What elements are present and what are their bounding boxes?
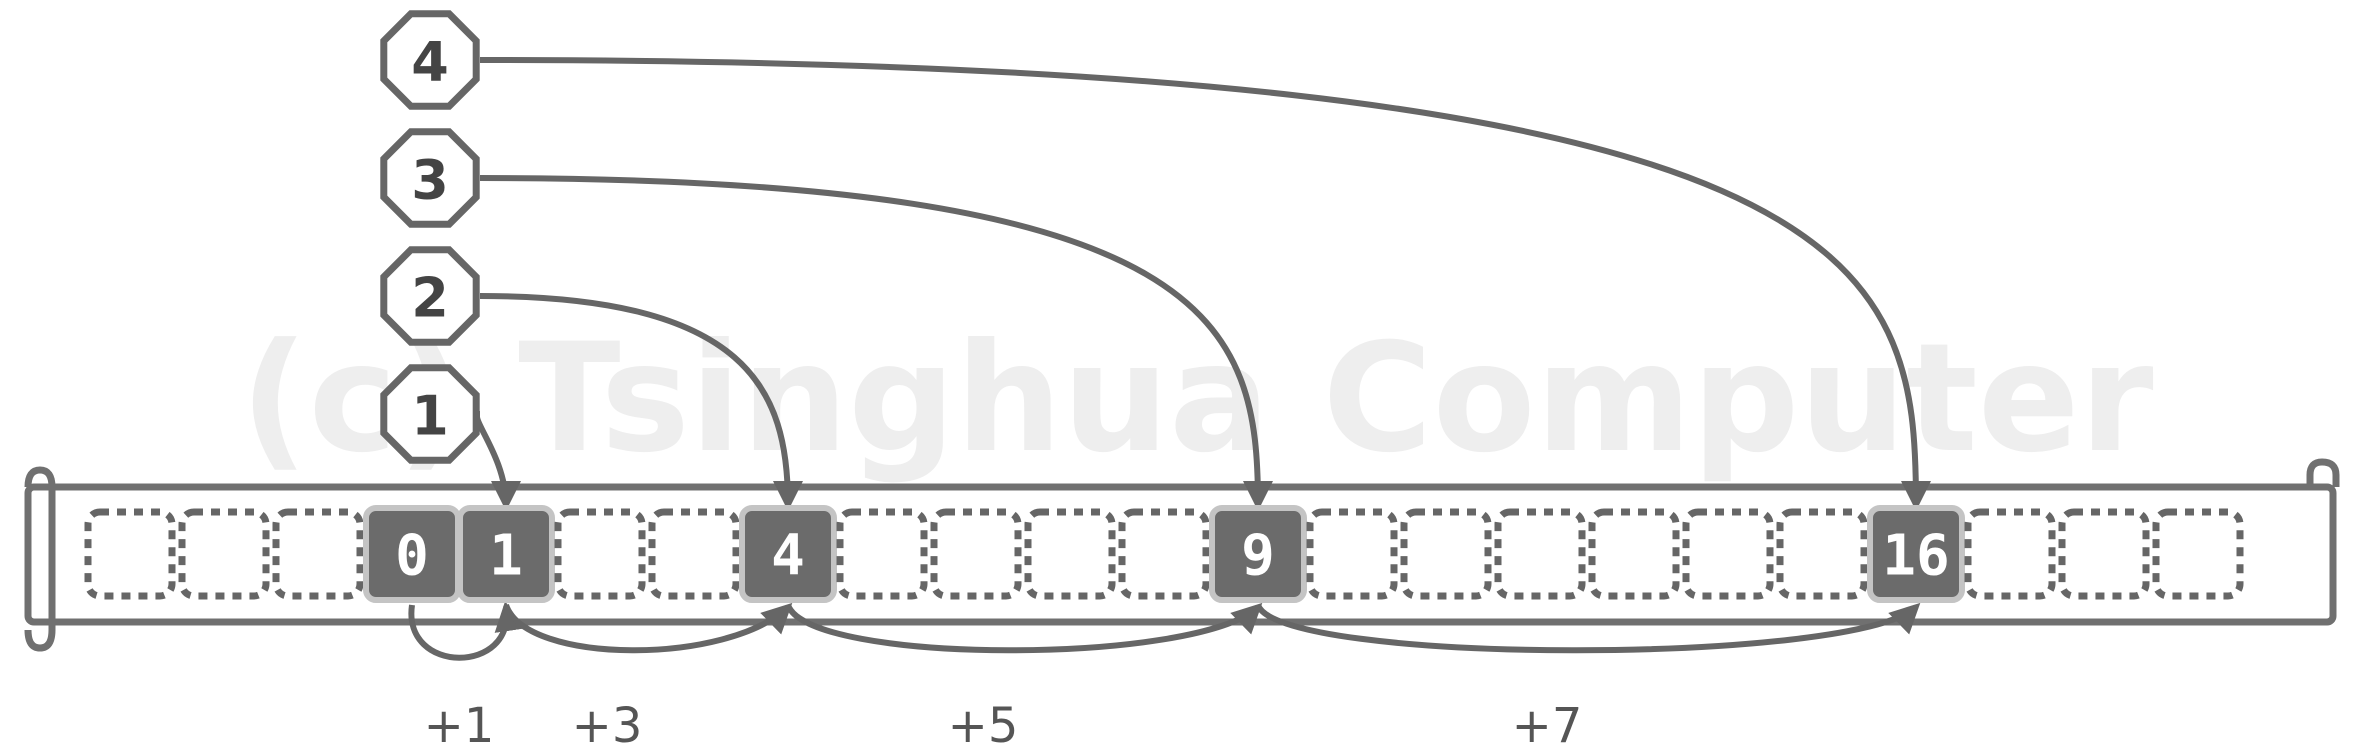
empty-cell bbox=[1776, 508, 1868, 600]
step-label: +1 bbox=[424, 698, 495, 754]
probe-label: 4 bbox=[411, 31, 449, 94]
step-arrow bbox=[1255, 602, 1921, 654]
hash-table-scroll bbox=[24, 458, 2340, 652]
cell-value: 0 bbox=[395, 524, 429, 589]
empty-cell bbox=[1494, 508, 1586, 600]
empty-cell bbox=[1588, 508, 1680, 600]
empty-cell bbox=[2058, 508, 2150, 600]
filled-cell: 1 bbox=[457, 505, 555, 603]
empty-cell bbox=[272, 508, 364, 600]
empty-cell bbox=[836, 508, 928, 600]
filled-cell: 9 bbox=[1209, 505, 1307, 603]
cell-value: 1 bbox=[489, 524, 523, 589]
step-arrow bbox=[503, 602, 793, 654]
step-label: +3 bbox=[572, 698, 643, 754]
probe-label: 2 bbox=[411, 267, 449, 330]
probe-label: 3 bbox=[411, 149, 449, 212]
empty-cell bbox=[178, 508, 270, 600]
probe-octagon: 2 bbox=[380, 246, 480, 346]
empty-cell bbox=[648, 508, 740, 600]
cell-value: 16 bbox=[1882, 524, 1949, 589]
step-arrow bbox=[785, 602, 1263, 654]
empty-cell bbox=[1024, 508, 1116, 600]
probe-arrow bbox=[479, 175, 1273, 511]
empty-cell bbox=[1118, 508, 1210, 600]
probe-octagon: 1 bbox=[380, 364, 480, 464]
step-label: +5 bbox=[948, 698, 1019, 754]
empty-cell bbox=[554, 508, 646, 600]
probe-arrow bbox=[479, 57, 1931, 511]
cell-value: 9 bbox=[1241, 524, 1275, 589]
probe-octagon: 3 bbox=[380, 128, 480, 228]
step-arrow bbox=[408, 601, 525, 661]
empty-cell bbox=[1964, 508, 2056, 600]
step-label: +7 bbox=[1512, 698, 1583, 754]
watermark-text: (c) Tsinghua Computer bbox=[240, 312, 2154, 486]
cell-value: 4 bbox=[771, 524, 805, 589]
empty-cell bbox=[1306, 508, 1398, 600]
filled-cell: 4 bbox=[739, 505, 837, 603]
empty-cell bbox=[84, 508, 176, 600]
filled-cell: 16 bbox=[1867, 505, 1965, 603]
filled-cell: 0 bbox=[363, 505, 461, 603]
empty-cell bbox=[930, 508, 1022, 600]
empty-cell bbox=[1682, 508, 1774, 600]
probe-arrow bbox=[479, 293, 803, 511]
probe-label: 1 bbox=[411, 385, 449, 448]
probe-octagon: 4 bbox=[380, 10, 480, 110]
empty-cell bbox=[1400, 508, 1492, 600]
empty-cell bbox=[2152, 508, 2244, 600]
